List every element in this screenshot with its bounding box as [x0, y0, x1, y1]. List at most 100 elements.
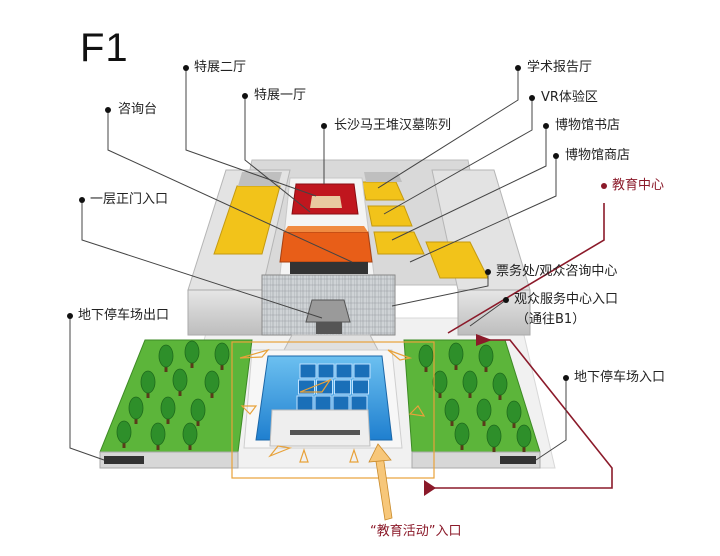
label-parking-exit: 地下停车场出口	[78, 308, 170, 323]
exhibit-orange-block	[279, 231, 373, 263]
dot-main-entrance	[79, 197, 85, 203]
label-museum-shop: 博物馆商店	[565, 148, 631, 163]
leader-vr-zone	[383, 98, 533, 215]
dot-education-center	[601, 183, 607, 189]
tree	[454, 422, 470, 446]
leader-museum-shop	[409, 156, 557, 263]
skylight-tile	[332, 395, 350, 411]
tree	[184, 340, 200, 364]
dot-special-hall-1	[242, 93, 248, 99]
label-main-entrance-f1: 一层正门入口	[90, 192, 169, 207]
skylight-tile	[350, 395, 368, 411]
flow-loop	[231, 341, 435, 479]
right-wing-front	[457, 289, 531, 336]
exhibit-dark-base	[290, 262, 368, 274]
red-line-arrowhead-visitor	[476, 334, 492, 346]
hall-gray-right	[364, 172, 402, 182]
label-info-desk: 咨询台	[118, 102, 158, 117]
tree	[204, 370, 220, 394]
right-parking-ramp	[500, 456, 536, 464]
dot-lecture-hall	[515, 65, 521, 71]
dot-special-hall-2	[183, 65, 189, 71]
hall-yellow-right-2	[367, 205, 413, 227]
label-visitor-service-entrance: 观众服务中心入口	[514, 292, 619, 307]
skylight-tile	[314, 395, 332, 411]
tree	[492, 372, 508, 396]
tree	[418, 344, 434, 368]
dot-museum-shop	[553, 153, 559, 159]
label-education-center: 教育中心	[612, 178, 665, 193]
flow-arrow-6	[240, 405, 258, 415]
tree	[506, 400, 522, 424]
skylight-tile	[335, 363, 353, 379]
dot-info-desk	[105, 107, 111, 113]
tree	[478, 344, 494, 368]
label-bookstore: 博物馆书店	[555, 118, 621, 133]
tree	[214, 342, 230, 366]
pool-front-bar	[269, 409, 371, 447]
tree	[160, 396, 176, 420]
leader-special-hall-1	[244, 96, 311, 213]
entrance-canopy	[305, 299, 351, 323]
flow-arrow-1	[239, 348, 270, 359]
label-parking-entrance: 地下停车场入口	[574, 370, 666, 385]
skylight-tile	[296, 395, 314, 411]
entrance-door	[316, 322, 342, 334]
leader-main-entrance	[81, 200, 323, 319]
flow-arrow-2	[387, 349, 413, 361]
dot-parking-entrance	[563, 375, 569, 381]
left-wing-front	[187, 289, 263, 336]
leader-bookstore	[391, 126, 547, 241]
skylight-tile	[317, 363, 335, 379]
exhibit-orange-top	[284, 226, 368, 232]
tree	[448, 342, 464, 366]
tree	[432, 370, 448, 394]
tree	[516, 424, 532, 448]
leader-parking-exit	[69, 316, 105, 461]
tree	[116, 420, 132, 444]
flow-arrow-5	[299, 378, 332, 393]
leader-ticket-office	[391, 272, 489, 307]
pool-skylight-tiles	[296, 363, 371, 411]
flow-arrow-7	[408, 405, 426, 417]
label-special-hall-1: 特展一厅	[254, 88, 307, 103]
tree	[158, 344, 174, 368]
flow-arrow-3	[299, 448, 309, 463]
leader-info-desk	[107, 110, 353, 263]
red-line-education-center	[447, 203, 605, 334]
dot-ticket-office	[485, 269, 491, 275]
floor-label: F1	[80, 26, 129, 70]
label-mawangdui-exhibit: 长沙马王堆汉墓陈列	[334, 118, 452, 133]
label-lecture-hall: 学术报告厅	[527, 60, 593, 75]
skylight-tile	[353, 363, 371, 379]
label-education-activity-entrance: “教育活动”入口	[370, 524, 462, 539]
tree	[190, 398, 206, 422]
red-route-lines	[424, 203, 613, 496]
skylight-tile	[299, 363, 317, 379]
tree	[150, 422, 166, 446]
skylight-tile	[352, 379, 369, 395]
trees	[116, 340, 532, 452]
flow-arrow-8	[268, 445, 293, 458]
hall-gray-left	[238, 172, 282, 186]
dot-bookstore	[543, 123, 549, 129]
dot-vr-zone	[529, 95, 535, 101]
pool-front-slot	[290, 430, 360, 435]
left-parking-ramp	[104, 456, 144, 464]
skylight-tile	[334, 379, 351, 395]
tree	[444, 398, 460, 422]
hall-yellow-right-3	[373, 231, 425, 255]
leader-parking-entrance	[535, 378, 567, 461]
dot-parking-exit	[67, 313, 73, 319]
education-entry-arrow-head	[368, 443, 392, 463]
leader-visitor-service-thin	[469, 299, 507, 327]
leader-lecture-hall	[377, 68, 519, 189]
label-ticket-office: 票务处/观众咨询中心	[496, 264, 618, 279]
red-line-visitor-service	[428, 339, 613, 489]
red-line-arrowhead-bottom	[424, 480, 436, 496]
label-special-hall-2: 特展二厅	[194, 60, 247, 75]
tree	[182, 422, 198, 446]
dot-mawangdui	[321, 123, 327, 129]
